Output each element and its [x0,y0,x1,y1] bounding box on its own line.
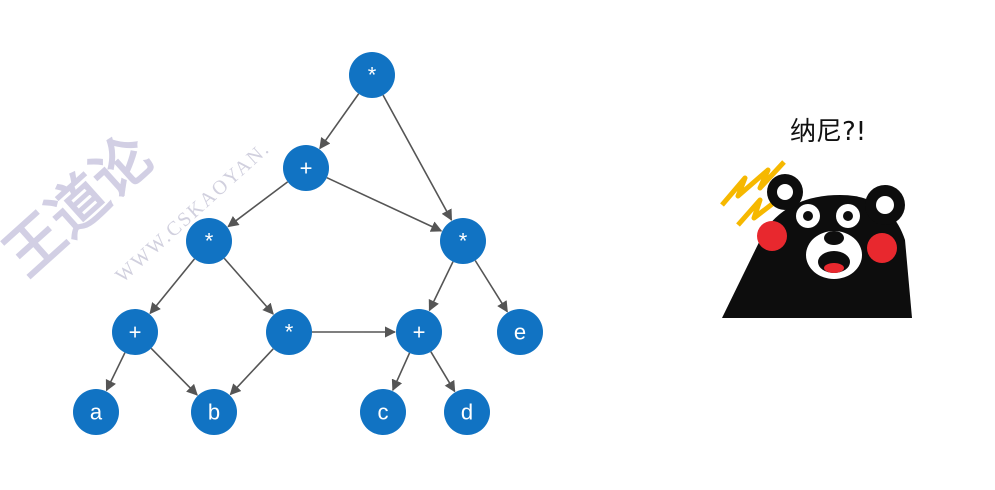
node-circle [360,389,406,435]
node-label: * [368,63,377,88]
edge-n2-n3 [227,181,289,228]
node-label: * [459,229,468,254]
node-circle [349,52,395,98]
kumamon-bear-icon [722,174,912,318]
node-label: + [300,156,313,181]
edge-n6-n10 [229,348,274,396]
node-n11: c [360,389,406,435]
edge-n5-n10 [150,347,198,396]
node-n5: + [112,309,158,355]
surprise-burst-icon [720,160,786,227]
node-circle [283,145,329,191]
edge-n3-n5 [149,258,196,315]
node-label: e [514,320,526,345]
node-label: + [129,320,142,345]
sticker-caption: 纳尼?! [790,117,866,147]
node-n1: * [349,52,395,98]
node-circle [440,218,486,264]
node-circle [112,309,158,355]
sticker: 纳尼?! [720,117,912,318]
edge-n1-n4 [382,94,453,221]
node-n2: + [283,145,329,191]
node-label: * [205,229,214,254]
node-circle [396,309,442,355]
edge-n7-n12 [430,351,456,393]
edge-n3-n6 [223,257,274,315]
node-n12: d [444,389,490,435]
node-label: * [285,320,294,345]
node-n7: + [396,309,442,355]
node-n10: b [191,389,237,435]
node-n8: e [497,309,543,355]
node-circle [266,309,312,355]
node-label: a [90,400,103,425]
node-n3: * [186,218,232,264]
node-circle [186,218,232,264]
node-circle [497,309,543,355]
node-label: + [413,320,426,345]
node-label: b [208,400,220,425]
edge-n7-n11 [391,352,411,392]
dag-nodes: * + * * + * + e a b c d [73,52,543,435]
edge-n4-n7 [428,261,454,312]
node-label: d [461,400,473,425]
node-n4: * [440,218,486,264]
node-circle [444,389,490,435]
edge-n4-n8 [474,260,508,313]
node-circle [73,389,119,435]
node-n6: * [266,309,312,355]
edge-n2-n4 [326,176,443,232]
edge-n1-n2 [319,93,360,150]
node-label: c [378,400,389,425]
node-circle [191,389,237,435]
edge-n5-n9 [105,352,126,392]
dag-edges [105,93,508,396]
node-n9: a [73,389,119,435]
